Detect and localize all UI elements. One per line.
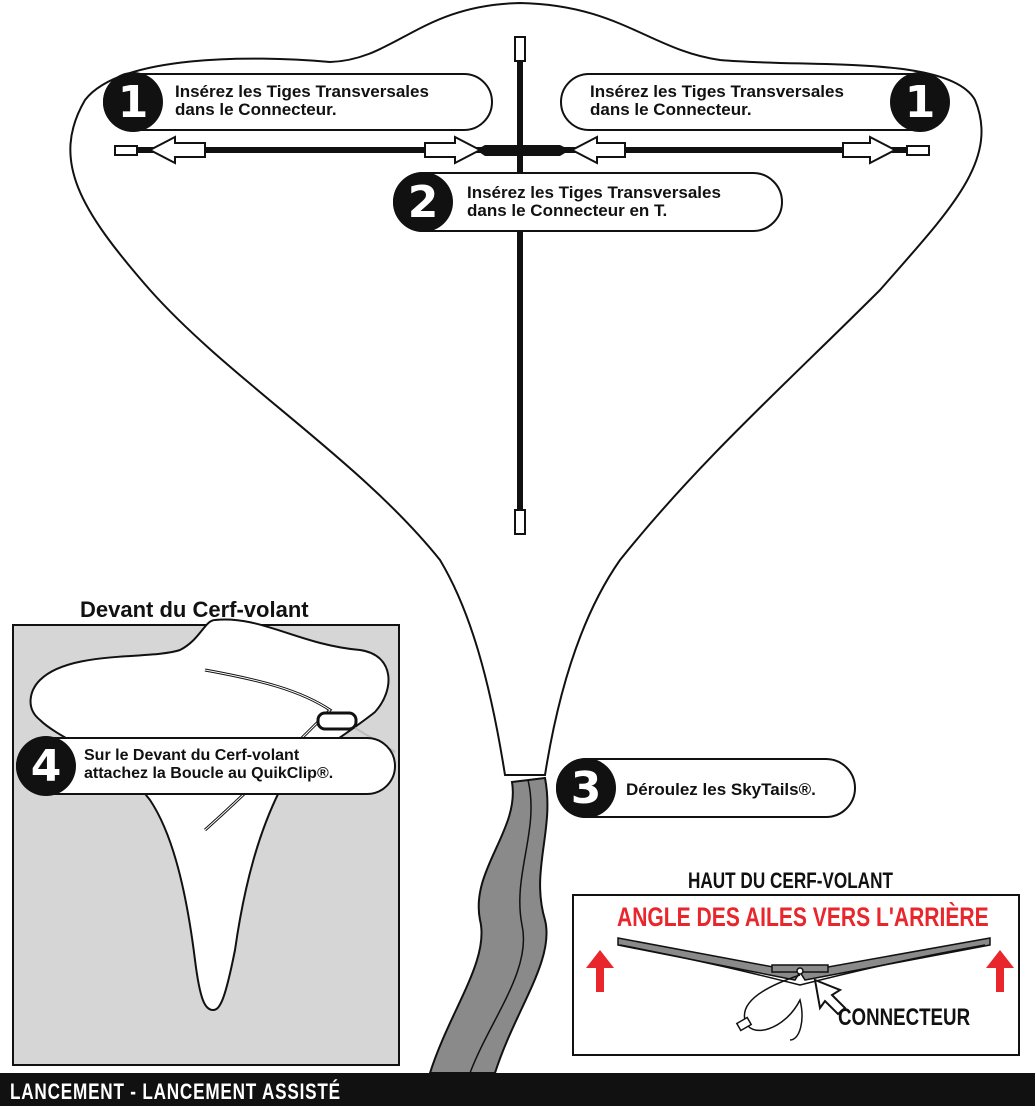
step-2-callout: Insérez les Tiges Transversales dans le … [393, 172, 783, 232]
red-arrow-left-icon [586, 950, 614, 992]
step-3-line1: Déroulez les SkyTails®. [626, 780, 816, 799]
top-panel-subtitle: ANGLE DES AILES VERS L'ARRIÈRE [617, 902, 989, 932]
cross-spar-end-right [906, 145, 930, 156]
step-2-line1: Insérez les Tiges Transversales [467, 183, 721, 202]
step-2-badge: 2 [393, 172, 453, 232]
step-4-line2: attachez la Boucle au QuikClip®. [84, 765, 334, 782]
spar-end-cap-bottom [514, 509, 526, 535]
wing-left [617, 937, 802, 981]
front-panel-title: Devant du Cerf-volant [80, 597, 309, 622]
step-1-right-line1: Insérez les Tiges Transversales [590, 82, 844, 101]
step-2-line2: dans le Connecteur en T. [467, 201, 668, 220]
cross-spar-end-left [114, 145, 138, 156]
top-panel-title: HAUT DU CERF-VOLANT [688, 868, 893, 893]
step-1-right-line2: dans le Connecteur. [590, 100, 752, 119]
red-arrow-right-icon [986, 950, 1014, 992]
front-view-kite [29, 618, 390, 1012]
bridle-line [743, 974, 803, 1041]
step-1-left-line1: Insérez les Tiges Transversales [175, 82, 429, 101]
step-3-badge: 3 [556, 758, 616, 818]
step-4-callout: Sur le Devant du Cerf-volant attachez la… [16, 737, 396, 795]
step-1-left-callout: Insérez les Tiges Transversales dans le … [103, 73, 493, 131]
step-1-left-line2: dans le Connecteur. [175, 100, 337, 119]
step-1-right-badge: 1 [890, 72, 950, 132]
spar-end-cap-top [514, 36, 526, 62]
step-1-right-callout: Insérez les Tiges Transversales dans le … [560, 73, 945, 131]
wing-right [798, 937, 991, 981]
t-connector [476, 145, 570, 156]
arrow-icon [147, 135, 898, 165]
pointer-arrow-icon [813, 978, 847, 1016]
connector-label: CONNECTEUR [838, 1004, 971, 1031]
footer-bar: LANCEMENT - LANCEMENT ASSISTÉ [0, 1073, 1035, 1106]
footer-label: LANCEMENT - LANCEMENT ASSISTÉ [10, 1079, 341, 1104]
step-4-line1: Sur le Devant du Cerf-volant [84, 747, 300, 764]
step-1-left-badge: 1 [103, 72, 163, 132]
step-4-badge: 4 [16, 736, 76, 796]
